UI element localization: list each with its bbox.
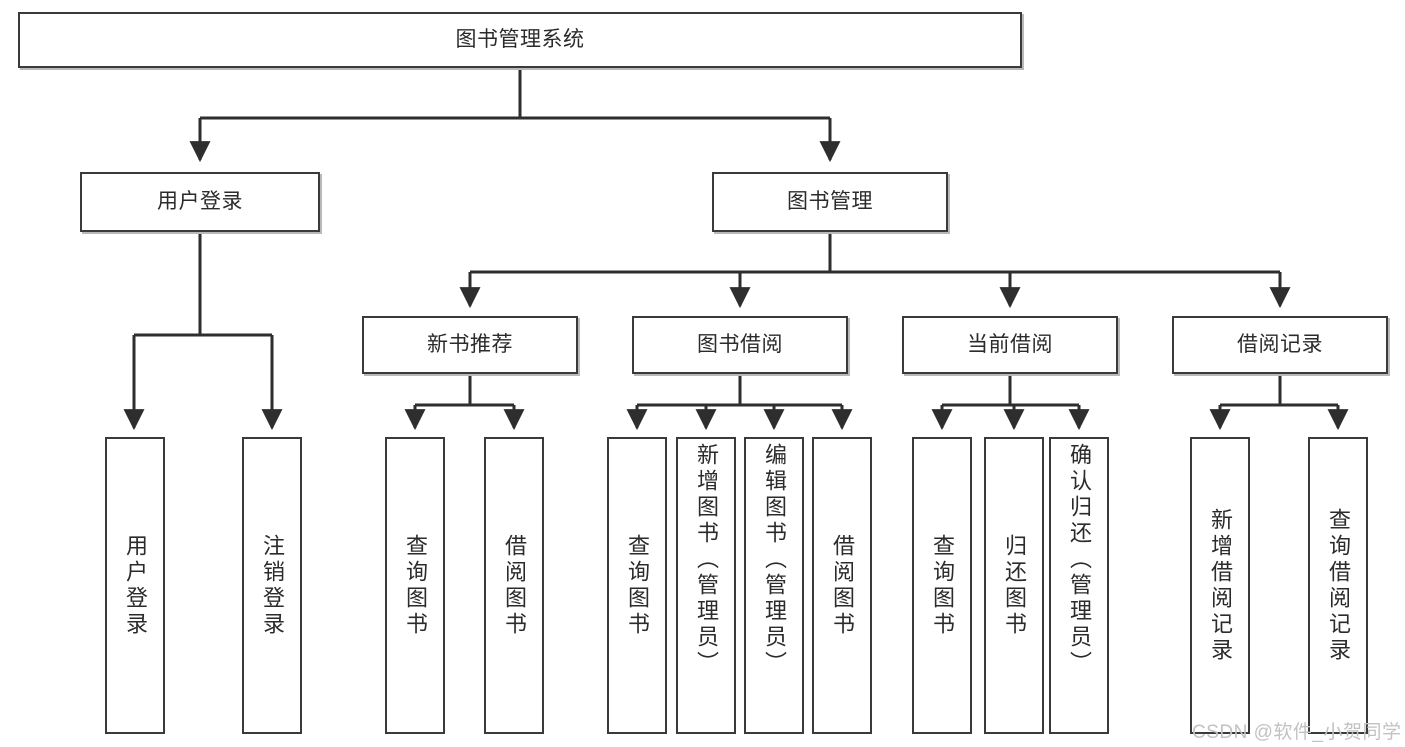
node-leaf-7-label: 借阅图书	[830, 533, 855, 638]
csdn-watermark: CSDN @软件_小贺同学	[1192, 722, 1402, 743]
node-level3-2-label: 当前借阅	[967, 332, 1053, 356]
node-level3-0-label: 新书推荐	[427, 332, 513, 356]
node-level2-0[interactable]: 用户登录	[80, 172, 320, 232]
node-root-label: 图书管理系统	[455, 27, 585, 51]
node-level3-2[interactable]: 当前借阅	[902, 316, 1118, 374]
node-leaf-0-label: 用户登录	[123, 533, 148, 638]
node-leaf-4-label: 查询图书	[625, 533, 650, 638]
node-leaf-11[interactable]: 新增借阅记录	[1190, 437, 1250, 734]
node-leaf-3-label: 借阅图书	[502, 533, 527, 638]
node-leaf-1-label: 注销登录	[260, 533, 285, 638]
node-leaf-4[interactable]: 查询图书	[607, 437, 667, 734]
node-level2-1[interactable]: 图书管理	[712, 172, 948, 232]
node-leaf-10[interactable]: 确认归还（管理员）	[1049, 437, 1109, 734]
node-leaf-0[interactable]: 用户登录	[105, 437, 165, 734]
node-leaf-2-label: 查询图书	[403, 533, 428, 638]
node-leaf-5-label: 新增图书（管理员）	[694, 443, 719, 677]
node-leaf-6-label: 编辑图书（管理员）	[762, 443, 787, 677]
node-leaf-6[interactable]: 编辑图书（管理员）	[744, 437, 804, 734]
node-leaf-7[interactable]: 借阅图书	[812, 437, 872, 734]
node-leaf-9[interactable]: 归还图书	[984, 437, 1044, 734]
node-level2-0-label: 用户登录	[157, 189, 243, 213]
node-leaf-1[interactable]: 注销登录	[242, 437, 302, 734]
node-leaf-5[interactable]: 新增图书（管理员）	[676, 437, 736, 734]
node-level3-1-label: 图书借阅	[697, 332, 783, 356]
node-level3-0[interactable]: 新书推荐	[362, 316, 578, 374]
node-leaf-8[interactable]: 查询图书	[912, 437, 972, 734]
node-level3-1[interactable]: 图书借阅	[632, 316, 848, 374]
node-leaf-3[interactable]: 借阅图书	[484, 437, 544, 734]
node-leaf-11-label: 新增借阅记录	[1208, 507, 1233, 664]
node-level3-3[interactable]: 借阅记录	[1172, 316, 1388, 374]
node-leaf-8-label: 查询图书	[930, 533, 955, 638]
node-leaf-9-label: 归还图书	[1002, 533, 1027, 638]
node-leaf-12-label: 查询借阅记录	[1326, 507, 1351, 664]
node-level2-1-label: 图书管理	[787, 189, 873, 213]
node-root[interactable]: 图书管理系统	[18, 12, 1022, 68]
node-leaf-2[interactable]: 查询图书	[385, 437, 445, 734]
node-leaf-12[interactable]: 查询借阅记录	[1308, 437, 1368, 734]
node-level3-3-label: 借阅记录	[1237, 332, 1323, 356]
node-leaf-10-label: 确认归还（管理员）	[1067, 443, 1092, 677]
